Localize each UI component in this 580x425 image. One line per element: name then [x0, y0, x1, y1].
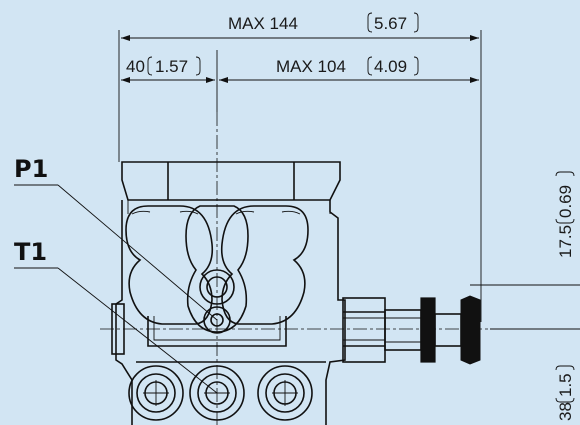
lower-plate	[147, 316, 287, 347]
bracket-close-left	[195, 56, 201, 76]
bracket-open-upper	[555, 218, 575, 224]
body-outline	[115, 200, 346, 425]
top-block-sides	[127, 200, 331, 214]
dim-left-alt: 1.57	[155, 57, 188, 76]
port-p-inner	[206, 276, 228, 298]
lobe-left	[125, 205, 214, 325]
label-p1: P1	[14, 155, 48, 183]
bolt-center-outer	[189, 365, 245, 421]
center-lines	[100, 112, 490, 425]
valve-body	[111, 161, 346, 425]
dim-lower-value: 38	[556, 402, 575, 421]
dim-lower-alt: 1.5	[556, 373, 575, 397]
dim-lower-text-group: 38 1.5	[555, 365, 575, 421]
adjuster-knob	[460, 295, 481, 365]
bolt-left-outer	[128, 365, 184, 421]
top-block	[121, 161, 341, 201]
bolt-right-cross	[272, 380, 298, 406]
port-t-inner	[210, 313, 224, 327]
lobe-center	[185, 205, 249, 333]
dimension-offsets: 40 1.57 MAX 104 4.09	[121, 50, 479, 112]
port-labels: P1 T1	[14, 155, 218, 394]
bracket-open	[367, 12, 373, 33]
lock-ring	[420, 297, 436, 363]
label-t1: T1	[14, 238, 47, 266]
hex-nut	[342, 297, 386, 363]
port-t-circle	[203, 306, 231, 334]
port-p-circle	[199, 269, 235, 305]
bracket-close-upper	[555, 171, 575, 177]
bracket-close	[413, 12, 419, 33]
bolt-right	[257, 365, 313, 421]
knob-grip-lines	[463, 311, 478, 349]
adjuster-neck	[434, 313, 462, 347]
leader-t1	[57, 267, 218, 394]
bolt-center-ring	[197, 373, 237, 413]
bracket-open-lower	[555, 397, 575, 403]
dim-overall-value: MAX 144	[228, 14, 298, 33]
dimension-overall-width: MAX 144 5.67	[118, 12, 482, 322]
bolt-right-ring	[265, 373, 305, 413]
dimension-vertical: 17.5 0.69 38 1.5	[470, 171, 580, 421]
dim-right-value: MAX 104	[276, 57, 346, 76]
dim-upper-value: 17.5	[556, 225, 575, 258]
leader-p1	[57, 184, 218, 321]
lower-plate-inner	[153, 316, 281, 341]
bolt-right-outer	[257, 365, 313, 421]
dim-left-value: 40	[126, 57, 145, 76]
lobe-fillets	[131, 210, 301, 215]
bolt-left-ring	[136, 373, 176, 413]
adjuster-shaft	[384, 309, 422, 351]
dim-right-alt: 4.09	[374, 57, 407, 76]
bracket-open-left	[147, 56, 153, 76]
bracket-close-lower	[555, 365, 575, 371]
bolt-left	[128, 365, 184, 421]
mounting-bolts	[128, 365, 313, 421]
dim-upper-alt: 0.69	[556, 185, 575, 218]
dim-overall-alt: 5.67	[374, 14, 407, 33]
bracket-open-right	[367, 56, 373, 76]
port-circles	[199, 269, 235, 334]
side-plug-left	[111, 303, 125, 355]
dim-upper-text-group: 17.5 0.69	[555, 171, 575, 258]
bolt-left-cross	[143, 380, 169, 406]
adjuster-assembly	[342, 295, 481, 365]
lobe-right	[220, 205, 309, 325]
bracket-close-right	[413, 56, 419, 76]
